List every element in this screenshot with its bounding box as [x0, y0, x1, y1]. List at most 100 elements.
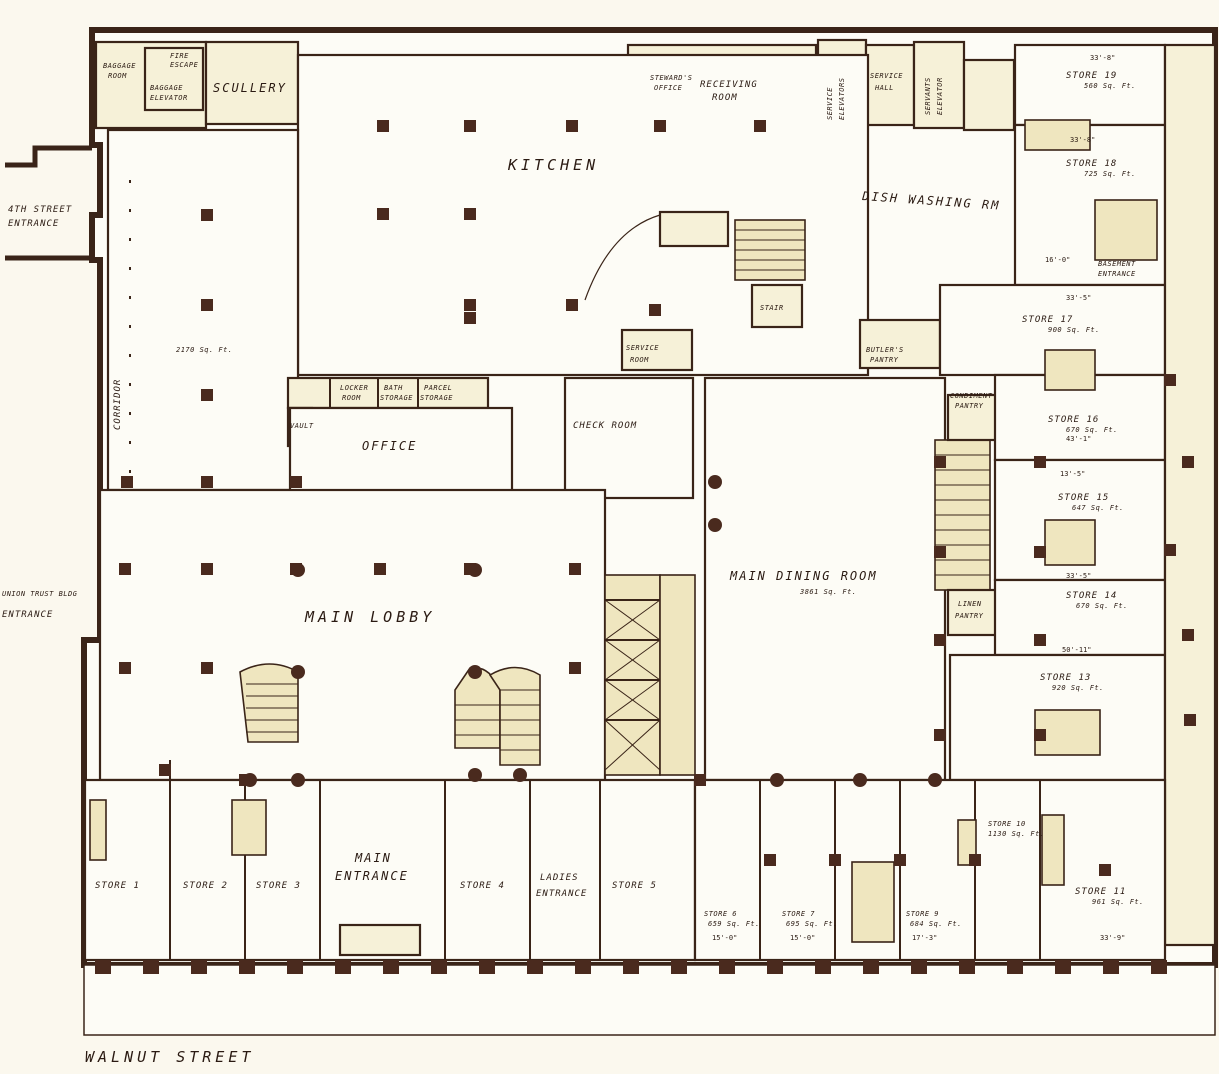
- pillar: [969, 854, 981, 866]
- store1-label: STORE 1: [95, 881, 140, 891]
- baggage-room-label-2: ROOM: [108, 72, 127, 80]
- pillar: [934, 456, 946, 468]
- store9-label: STORE 9: [906, 910, 939, 918]
- condiment-label-1: CONDIMENT: [950, 392, 993, 400]
- pillar: [201, 299, 213, 311]
- store16-dim: 43'-1": [1066, 435, 1091, 443]
- pillar-round: [770, 773, 784, 787]
- store18-label: STORE 18: [1066, 159, 1117, 169]
- pillar-round: [853, 773, 867, 787]
- pillar: [1164, 544, 1176, 556]
- pillar: [1034, 456, 1046, 468]
- pillar: [934, 634, 946, 646]
- store17-label: STORE 17: [1022, 315, 1073, 325]
- pillar: [374, 563, 386, 575]
- pillar: [119, 563, 131, 575]
- pillar: [290, 476, 302, 488]
- pillar-round: [468, 665, 482, 679]
- parcel-storage-label-2: STORAGE: [420, 394, 453, 402]
- store16-area: 670 Sq. Ft.: [1066, 426, 1118, 434]
- elevator-bank: [604, 574, 696, 776]
- pillar: [569, 662, 581, 674]
- service-room-label-2: ROOM: [630, 356, 649, 364]
- right-stores-column: [938, 43, 1217, 947]
- pillar: [464, 312, 476, 324]
- service-hall-label-2: HALL: [874, 84, 894, 92]
- linen-label-1: LINEN: [958, 600, 982, 608]
- vault-label: VAULT: [290, 422, 314, 430]
- service-room: [620, 328, 694, 372]
- fire-escape-block: [143, 46, 205, 112]
- store7-area: 695 Sq. Ft.: [786, 920, 838, 928]
- pillar: [201, 209, 213, 221]
- union-trust-label-1: UNION TRUST BLDG: [2, 590, 78, 598]
- servants-elevator-label-2: ELEVATOR: [936, 77, 944, 115]
- service-room-label-1: SERVICE: [626, 344, 659, 352]
- pillar-round: [243, 773, 257, 787]
- pillar-round: [513, 768, 527, 782]
- bath-storage-label-2: STORAGE: [380, 394, 413, 402]
- stack-label: STAIR: [760, 304, 784, 312]
- store16-label: STORE 16: [1048, 415, 1099, 425]
- lobby-area-label: 2170 Sq. Ft.: [176, 346, 233, 354]
- linen-label-2: PANTRY: [955, 612, 984, 620]
- storage-row: [286, 376, 490, 410]
- lobby-stair-right-treads: [455, 689, 540, 751]
- service-stair-block: [962, 58, 1016, 132]
- ladies-entrance-label-2: ENTRANCE: [536, 889, 587, 899]
- receiving-room-label-1: RECEIVING: [700, 80, 758, 90]
- store4-label: STORE 4: [460, 881, 505, 891]
- pillar-round: [468, 563, 482, 577]
- pillar-round: [708, 475, 722, 489]
- store9-area: 684 Sq. Ft.: [910, 920, 962, 928]
- store5-label: STORE 5: [612, 881, 657, 891]
- locker-room-label-1: LOCKER: [340, 384, 368, 392]
- facade-pier: [191, 960, 207, 974]
- pillar: [201, 662, 213, 674]
- facade-pier: [767, 960, 783, 974]
- store6-label: STORE 6: [704, 910, 737, 918]
- pillar: [1164, 374, 1176, 386]
- facade-pier: [671, 960, 687, 974]
- pillar: [201, 563, 213, 575]
- corridor-wall-top: [5, 145, 92, 168]
- facade-pier: [287, 960, 303, 974]
- union-trust-label-2: ENTRANCE: [2, 610, 53, 620]
- corridor-label: CORRIDOR: [113, 379, 123, 430]
- store13-label: STORE 13: [1040, 673, 1091, 683]
- store15-dim: 13'-5": [1060, 470, 1085, 478]
- store17-dim: 33'-5": [1066, 294, 1091, 302]
- pillar: [829, 854, 841, 866]
- store2-label: STORE 2: [183, 881, 228, 891]
- store14-area: 670 Sq. Ft.: [1076, 602, 1128, 610]
- office-label: OFFICE: [362, 439, 417, 453]
- store9-dim: 17'-3": [912, 934, 937, 942]
- facade-pier: [383, 960, 399, 974]
- pillar: [121, 476, 133, 488]
- parcel-storage-label-1: PARCEL: [424, 384, 452, 392]
- pillar: [1099, 864, 1111, 876]
- pillar: [649, 304, 661, 316]
- pillar: [1034, 546, 1046, 558]
- pillar-round: [708, 518, 722, 532]
- lobby-stair-left-treads: [246, 683, 298, 733]
- butlers-pantry-label-2: PANTRY: [870, 356, 899, 364]
- pillar: [377, 208, 389, 220]
- pillar: [1182, 456, 1194, 468]
- pillar: [464, 299, 476, 311]
- store19-label: STORE 19: [1066, 71, 1117, 81]
- facade-pier: [335, 960, 351, 974]
- facade-pier: [1007, 960, 1023, 974]
- fourth-street-label-2: ENTRANCE: [8, 219, 59, 229]
- service-hall-block: [864, 43, 916, 127]
- pillar-round: [928, 773, 942, 787]
- pillar: [1182, 629, 1194, 641]
- pillar: [201, 389, 213, 401]
- facade-pier: [863, 960, 879, 974]
- pillar: [694, 774, 706, 786]
- facade-pier: [527, 960, 543, 974]
- baggage-elevator-label-2: ELEVATOR: [150, 94, 188, 102]
- kitchen-stair-treads: [735, 229, 805, 271]
- condiment-label-2: PANTRY: [955, 402, 984, 410]
- store19-dim: 33'-8": [1090, 54, 1115, 62]
